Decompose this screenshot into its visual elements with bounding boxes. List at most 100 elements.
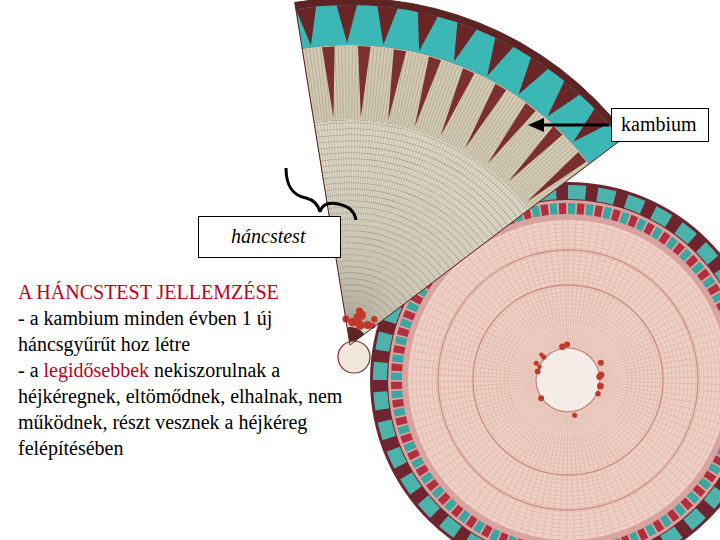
xylem-cell-arc	[329, 212, 456, 265]
pith-cell	[595, 391, 601, 397]
medullary-ray	[588, 407, 663, 508]
xylem-cell-line	[346, 121, 350, 320]
xylem-cell-line	[367, 183, 505, 327]
medullary-ray	[594, 274, 689, 357]
phloem-patch	[397, 327, 410, 337]
medullary-ray	[567, 414, 568, 540]
medullary-ray	[583, 411, 637, 525]
xylem-cell-line	[369, 197, 518, 329]
medullary-ray	[599, 394, 714, 446]
medullary-ray	[591, 263, 677, 355]
medullary-ray	[584, 410, 643, 521]
medullary-ray	[483, 409, 550, 516]
medullary-ray	[437, 400, 540, 472]
medullary-ray	[409, 366, 535, 377]
xylem-cell-arc	[320, 158, 499, 232]
sector-rim	[295, 0, 627, 345]
xylem-cell-arc	[333, 236, 437, 279]
xylem-cell-arc	[321, 164, 494, 236]
xylem-cell-line	[363, 156, 470, 324]
phloem-patch	[621, 535, 631, 540]
phloem-patch	[712, 292, 720, 304]
phloem-patch	[393, 345, 405, 354]
label-box: kambium	[611, 108, 709, 142]
xylem-cell-arc	[318, 146, 508, 225]
medullary-ray	[408, 374, 534, 379]
phloem-patch	[391, 382, 402, 390]
pith-cell	[572, 413, 577, 418]
xylem-cell-arc	[337, 266, 412, 298]
phloem-patch	[549, 203, 557, 215]
phloem-ray	[388, 49, 406, 120]
xylem-cell-line	[361, 145, 451, 322]
phloem-ray	[415, 57, 441, 127]
medullary-ray	[412, 387, 535, 414]
medullary-ray	[571, 414, 583, 539]
xylem-cell-arc	[343, 302, 384, 319]
xylem-cell-arc	[334, 242, 432, 283]
xylem-cell-arc	[338, 272, 407, 301]
medullary-ray	[417, 327, 536, 369]
medullary-ray	[578, 227, 615, 347]
medullary-ray	[539, 223, 562, 347]
phloem-patch	[559, 203, 567, 214]
medullary-ray	[494, 238, 553, 350]
phloem-cell-line	[342, 46, 344, 119]
medullary-ray	[555, 221, 565, 347]
part-label: kambium	[621, 113, 699, 136]
block-heading: A HÁNCSTEST JELLEMZÉSE	[18, 279, 363, 305]
pith-cell	[537, 364, 541, 368]
medullary-ray	[601, 345, 720, 373]
medullary-ray	[490, 410, 551, 520]
xylem-band	[314, 120, 529, 334]
xylem-cell-arc	[315, 128, 522, 214]
medullary-ray	[602, 384, 720, 400]
medullary-ray	[410, 358, 535, 375]
medullary-ray	[523, 226, 558, 347]
medullary-ray	[563, 220, 567, 346]
xylem-cell-line	[368, 190, 512, 328]
phloem-cell-line	[371, 47, 378, 120]
phloem-patch	[603, 207, 613, 219]
phloem-patch	[392, 354, 404, 363]
xylem-cell-arc	[326, 194, 470, 254]
medullary-ray	[408, 382, 534, 390]
medullary-ray	[602, 377, 720, 380]
xylem-cell-arc	[330, 218, 451, 269]
medullary-ray	[568, 220, 569, 346]
xylem-cell-arc	[339, 278, 403, 305]
medullary-ray	[597, 294, 703, 362]
pith-cell	[534, 361, 539, 366]
medullary-ray	[427, 305, 538, 364]
phloem-patch	[585, 204, 594, 216]
medullary-ray	[602, 383, 720, 393]
bark-patch	[596, 187, 616, 204]
pith-cell	[535, 369, 541, 375]
enlarged-sector	[295, 0, 627, 373]
phloem-cell-line	[317, 48, 325, 121]
medullary-ray	[413, 389, 535, 422]
phloem-patch	[395, 336, 407, 346]
medullary-ray	[431, 298, 539, 363]
xylem-cell-arc	[317, 140, 513, 222]
xylem-cell-line	[369, 194, 516, 328]
bark-triangle	[547, 81, 579, 116]
phloem-patch	[391, 363, 402, 371]
phloem-cell-line	[355, 46, 356, 119]
medullary-ray	[461, 261, 545, 355]
phloem-patch	[594, 205, 603, 217]
medullary-ray	[597, 300, 706, 363]
medullary-ray	[592, 404, 682, 493]
medullary-ray	[590, 406, 670, 503]
medullary-ray	[497, 410, 553, 523]
phloem-cell-line	[345, 46, 346, 119]
medullary-ray	[418, 392, 536, 437]
body-text: - a	[18, 359, 39, 381]
phloem-ray	[527, 152, 586, 202]
medullary-ray	[578, 413, 614, 534]
phloem-cell-line	[451, 78, 484, 143]
pith-cell	[559, 344, 565, 350]
